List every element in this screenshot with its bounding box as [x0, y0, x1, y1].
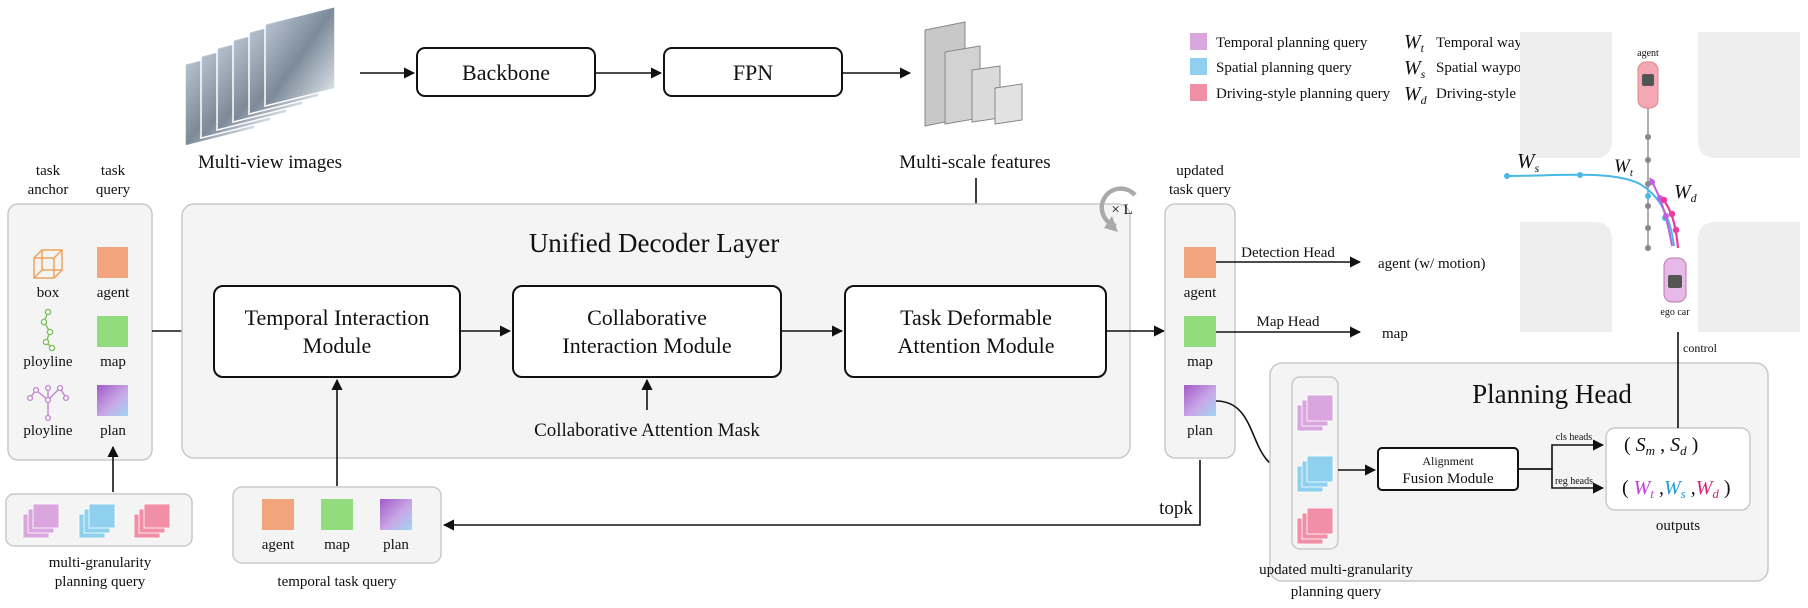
multi-scale-features-icon — [924, 21, 1023, 127]
tdam-label-1: Task Deformable — [900, 305, 1052, 330]
temporal-agent-square — [262, 499, 294, 530]
backbone-box — [416, 47, 596, 97]
repeat-loop-icon — [1099, 186, 1137, 232]
tim-label-2: Module — [303, 333, 371, 358]
legend-wt-symbol: Wt — [1404, 31, 1425, 55]
plan-query-square — [97, 385, 128, 416]
backbone-label: Backbone — [462, 60, 550, 85]
scene-wt-label: Wt — [1614, 156, 1634, 179]
updated-plan-square — [1184, 385, 1216, 416]
temporal-item-map: map — [324, 537, 350, 553]
temporal-task-query-label: temporal task query — [277, 574, 397, 590]
agent-query-square — [97, 247, 128, 278]
temporal-map-square — [321, 499, 353, 530]
legend-ws-label: Spatial waypoints — [1436, 60, 1543, 76]
updated-spatial-stack — [1296, 455, 1334, 493]
legend-spatial-label: Spatial planning query — [1216, 60, 1352, 76]
control-label: control — [1683, 341, 1718, 355]
query-label-map: map — [100, 354, 126, 370]
plan-polyline-anchor-icon — [26, 384, 70, 422]
fpn-label: FPN — [733, 60, 773, 85]
legend-temporal-swatch — [1190, 33, 1207, 50]
mg-temporal-stack — [22, 503, 60, 539]
cim-label-1: Collaborative — [587, 305, 707, 330]
updated-item-map: map — [1187, 354, 1213, 370]
legend-style-label: Driving-style planning query — [1216, 86, 1391, 102]
task-deformable-attention-module-box — [844, 285, 1107, 378]
collaborative-interaction-module-box — [512, 285, 782, 378]
multi-view-images — [184, 5, 336, 147]
planning-head-title: Planning Head — [1472, 379, 1632, 409]
detection-head-label: Detection Head — [1241, 245, 1335, 261]
task-anchor-header: task — [36, 163, 61, 179]
waypoint-output: ( Wt ,Ws ,Wd ) — [1622, 477, 1731, 501]
multi-granularity-label: multi-granularity — [49, 555, 152, 571]
map-head-label: Map Head — [1257, 314, 1320, 330]
updated-mg-label-2: planning query — [1291, 584, 1382, 600]
afm-label-1: Alignment — [1422, 454, 1474, 468]
updated-header-2: task query — [1169, 182, 1232, 198]
topk-feedback-arrow — [442, 460, 1201, 531]
updated-style-stack — [1296, 507, 1334, 545]
updated-temporal-stack — [1296, 394, 1334, 432]
legend-temporal-label: Temporal planning query — [1216, 35, 1368, 51]
topk-label: topk — [1159, 498, 1193, 519]
polyline-anchor-icon — [40, 308, 56, 352]
repeat-count-label: × L — [1111, 202, 1132, 218]
cim-label-2: Interaction Module — [562, 333, 731, 358]
collaborative-attention-mask-label: Collaborative Attention Mask — [534, 420, 760, 441]
multi-view-images-label: Multi-view images — [198, 152, 342, 173]
unified-decoder-title: Unified Decoder Layer — [529, 228, 779, 258]
scene-agent-label: agent — [1637, 48, 1659, 59]
cls-heads-label: cls heads — [1556, 432, 1592, 443]
mg-style-stack — [133, 503, 171, 539]
anchor-label-polyline-map: ployline — [23, 354, 73, 370]
updated-header: updated — [1176, 163, 1224, 179]
mg-spatial-stack — [78, 503, 116, 539]
legend-wd-symbol: Wd — [1404, 83, 1428, 107]
afm-label-2: Fusion Module — [1402, 471, 1494, 487]
updated-map-square — [1184, 316, 1216, 347]
reg-heads-label: reg heads — [1555, 476, 1593, 487]
temporal-item-agent: agent — [262, 537, 295, 553]
box-anchor-icon — [33, 249, 63, 279]
multi-scale-features-label: Multi-scale features — [899, 152, 1050, 173]
task-query-header: task — [101, 163, 126, 179]
agent-output-label: agent (w/ motion) — [1378, 256, 1485, 272]
legend-style-swatch — [1190, 84, 1207, 101]
task-panel — [7, 203, 153, 461]
query-label-agent: agent — [97, 285, 130, 301]
updated-mg-label: updated multi-granularity — [1259, 562, 1413, 578]
scene-ego-label: ego car — [1660, 307, 1690, 318]
scene-ws-label: Ws — [1517, 149, 1540, 175]
driving-scene: agent ego car Ws Wt Wd — [1504, 32, 1800, 332]
updated-item-plan: plan — [1187, 423, 1213, 439]
tdam-label-2: Attention Module — [897, 333, 1054, 358]
updated-agent-square — [1184, 247, 1216, 278]
anchor-label-polyline-plan: ployline — [23, 423, 73, 439]
temporal-plan-square — [380, 499, 412, 530]
updated-item-agent: agent — [1184, 285, 1217, 301]
score-output: ( Sm , Sd ) — [1624, 434, 1698, 458]
fpn-box — [663, 47, 843, 97]
anchor-label-box: box — [37, 285, 60, 301]
multi-granularity-label-2: planning query — [55, 574, 146, 590]
task-anchor-header-2: anchor — [28, 182, 69, 198]
map-output-label: map — [1382, 326, 1408, 342]
outputs-label: outputs — [1656, 518, 1700, 534]
legend-spatial-swatch — [1190, 58, 1207, 75]
task-query-header-2: query — [96, 182, 131, 198]
reg-heads-arrow — [1518, 468, 1605, 494]
query-label-plan: plan — [100, 423, 126, 439]
legend-ws-symbol: Ws — [1404, 57, 1426, 81]
map-query-square — [97, 316, 128, 347]
temporal-item-plan: plan — [383, 537, 409, 553]
temporal-interaction-module-box — [213, 285, 461, 378]
tim-label-1: Temporal Interaction — [245, 305, 430, 330]
